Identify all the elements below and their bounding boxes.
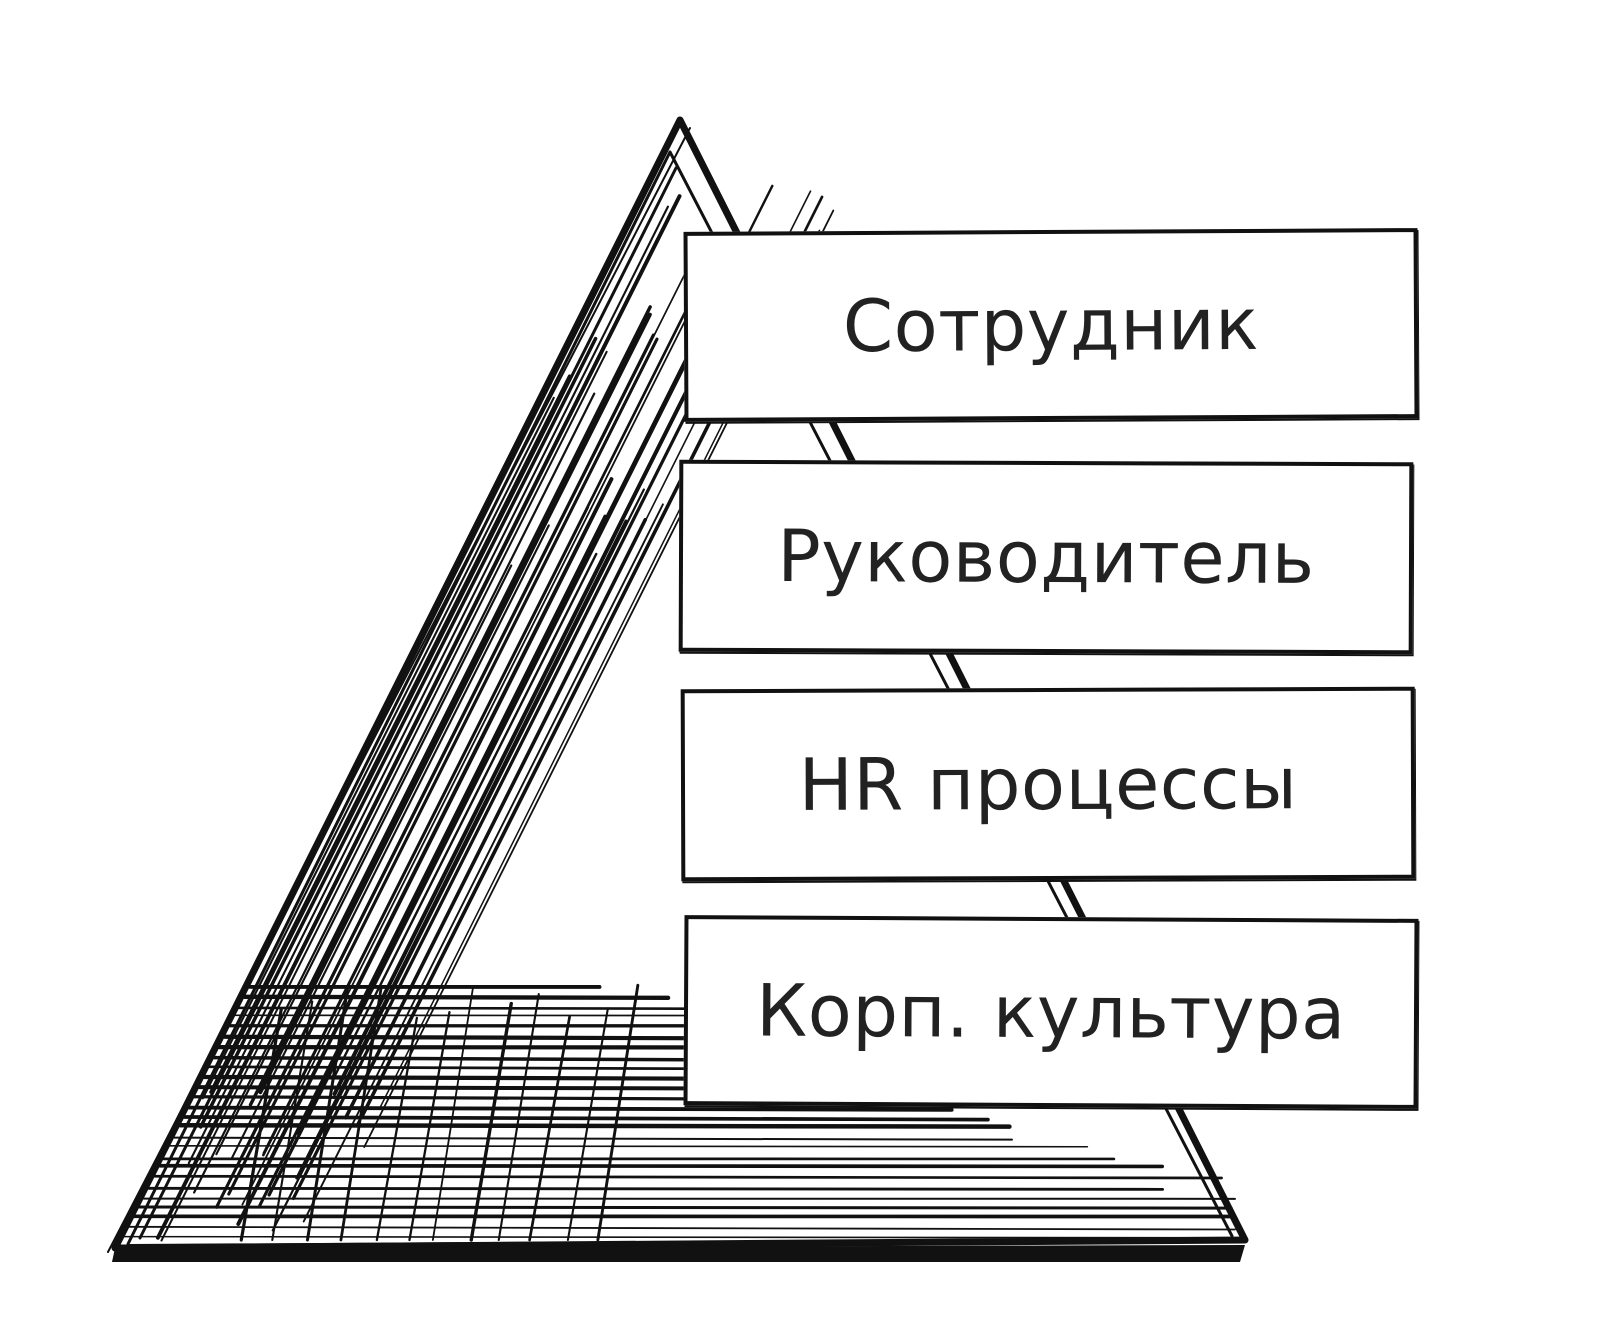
- hatch-short: [431, 987, 474, 1241]
- hatch-diagonal: [242, 263, 691, 1156]
- hatch-horizontal: [173, 1136, 1014, 1141]
- hatch-horizontal: [222, 1034, 746, 1041]
- hatch-diagonal: [302, 503, 664, 1223]
- hatch-diagonal: [227, 337, 659, 1196]
- hatch-horizontal: [158, 1163, 1165, 1169]
- hatch-horizontal: [169, 1145, 1089, 1148]
- level-box-corporate-culture: Корп. культура: [683, 915, 1419, 1109]
- hatch-horizontal: [187, 1105, 954, 1112]
- hatch-short: [528, 1015, 571, 1242]
- hatch-short: [305, 987, 349, 1242]
- hatch-short: [239, 1007, 283, 1242]
- hatch-diagonal: [258, 514, 607, 1207]
- hatch-diagonal: [332, 348, 709, 1096]
- hatch-short: [566, 1007, 609, 1242]
- hatch-horizontal: [138, 1205, 1233, 1210]
- hatch-horizontal: [242, 994, 671, 1000]
- hatch-short: [596, 983, 640, 1242]
- hatch-horizontal: [182, 1115, 990, 1122]
- hatch-diagonal: [187, 205, 669, 1165]
- hatch-diagonal: [160, 350, 608, 1242]
- hatch-diagonal: [331, 552, 598, 1082]
- hatch-horizontal: [153, 1174, 1223, 1180]
- level-label-hr-processes: HR процессы: [798, 741, 1298, 827]
- pyramid-base-shading: [112, 1245, 1245, 1262]
- hatch-short: [469, 1001, 513, 1242]
- hatch-diagonal: [215, 564, 513, 1156]
- hatch-short: [497, 993, 540, 1242]
- hatch-horizontal: [237, 1006, 687, 1010]
- hatch-short: [375, 1016, 419, 1242]
- hatch-horizontal: [128, 1225, 1236, 1231]
- hatch-diagonal: [236, 477, 614, 1226]
- hatch-horizontal: [147, 1186, 1165, 1191]
- hatch-diagonal: [201, 396, 555, 1100]
- level-label-employee: Сотрудник: [842, 281, 1260, 369]
- level-box-manager: Руководитель: [678, 459, 1414, 655]
- hatch-diagonal: [248, 305, 652, 1107]
- level-box-hr-processes: HR процессы: [680, 686, 1416, 882]
- hatch-diagonal: [155, 194, 682, 1240]
- hatch-diagonal: [193, 392, 596, 1194]
- hatch-short: [271, 1000, 314, 1242]
- hatch-diagonal: [230, 524, 550, 1160]
- hatch-diagonal: [209, 374, 572, 1094]
- level-label-manager: Руководитель: [777, 514, 1315, 600]
- hatch-diagonal: [361, 315, 765, 1119]
- hatch-diagonal: [241, 268, 712, 1206]
- hatch-short: [408, 1010, 451, 1242]
- level-label-corporate-culture: Корп. культура: [755, 968, 1347, 1056]
- hatch-horizontal: [123, 1235, 1236, 1239]
- hatch-diagonal: [267, 330, 704, 1197]
- level-box-employee: Сотрудник: [683, 228, 1419, 422]
- hatch-horizontal: [178, 1122, 1012, 1129]
- hatch-diagonal: [258, 312, 652, 1095]
- hatch-short: [339, 987, 383, 1242]
